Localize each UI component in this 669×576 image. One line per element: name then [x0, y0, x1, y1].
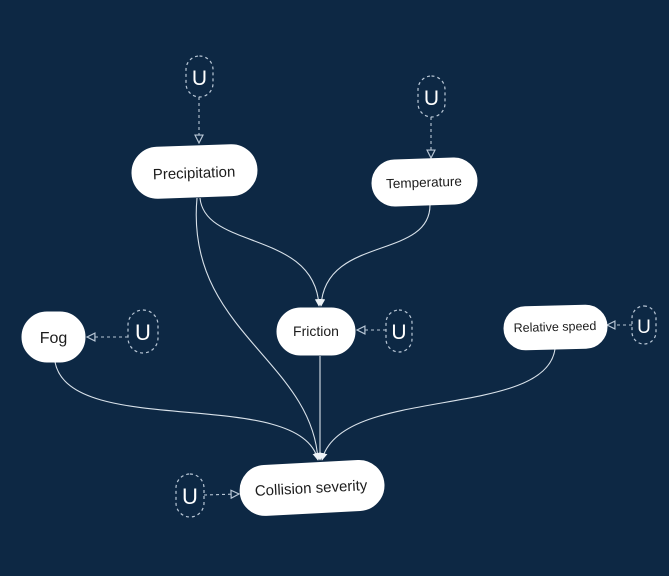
unobserved-edges — [87, 97, 632, 495]
u-label: U — [192, 67, 207, 90]
node-label-fog: Fog — [40, 330, 68, 347]
u-label: U — [391, 321, 406, 344]
node-fog: Fog — [21, 311, 86, 363]
node-temperature: Temperature — [371, 157, 478, 207]
node-label-precipitation: Precipitation — [153, 164, 236, 184]
node-label-relative-speed: Relative speed — [513, 319, 596, 335]
u-edge-collision-severity — [203, 494, 239, 495]
edge-relative-speed-collision — [319, 348, 556, 461]
unobserved-nodes: U U U U U U — [127, 55, 657, 518]
node-relative-speed: Relative speed — [503, 304, 608, 351]
edge-fog-collision — [54, 361, 321, 461]
edge-temperature-friction — [317, 204, 431, 307]
nodes: Precipitation Temperature Fog Friction R… — [21, 144, 608, 516]
u-node-fog: U — [127, 309, 159, 354]
u-node-precipitation: U — [185, 55, 214, 98]
node-label-collision-severity: Collision severity — [254, 477, 368, 500]
node-label-friction: Friction — [293, 323, 339, 339]
edge-precipitation-friction — [199, 197, 323, 307]
u-node-relative-speed: U — [631, 305, 657, 345]
node-collision-severity: Collision severity — [239, 459, 385, 516]
u-label: U — [637, 317, 651, 338]
u-node-friction: U — [385, 309, 413, 353]
edge-precipitation-collision — [195, 197, 322, 461]
u-label: U — [135, 320, 151, 345]
u-label: U — [182, 484, 198, 509]
node-friction: Friction — [276, 307, 356, 356]
u-node-temperature: U — [417, 75, 446, 118]
edges — [54, 197, 556, 461]
u-node-collision-severity: U — [175, 473, 205, 518]
node-precipitation: Precipitation — [131, 144, 258, 199]
node-label-temperature: Temperature — [386, 174, 462, 192]
u-label: U — [424, 87, 439, 110]
